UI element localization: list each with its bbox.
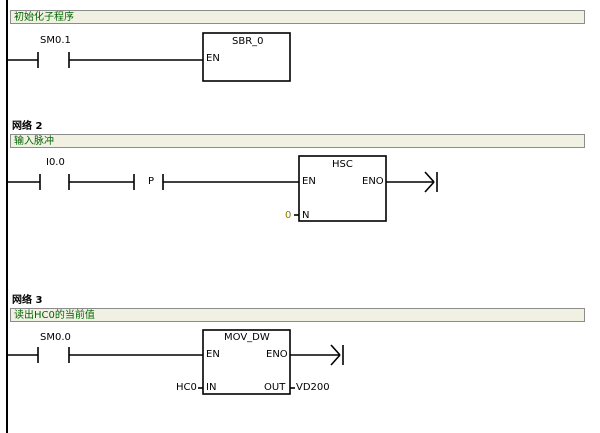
network-1-contact-label: SM0.1 bbox=[40, 35, 71, 46]
sbr0-en-pin: EN bbox=[206, 53, 220, 64]
sbr0-box-title: SBR_0 bbox=[232, 36, 264, 47]
network-3-contact-label: SM0.0 bbox=[40, 332, 71, 343]
mov-dw-out-pin: OUT bbox=[264, 382, 286, 393]
mov-dw-en-pin: EN bbox=[206, 349, 220, 360]
mov-dw-in-pin: IN bbox=[206, 382, 217, 393]
network-2-comment[interactable]: 输入脉冲 bbox=[10, 134, 585, 148]
contact-icon[interactable] bbox=[37, 347, 70, 363]
mov-dw-out-value[interactable]: VD200 bbox=[296, 382, 330, 393]
network-2-contact-label: I0.0 bbox=[46, 157, 65, 168]
hsc-box-title: HSC bbox=[332, 159, 353, 170]
positive-edge-icon[interactable] bbox=[133, 174, 164, 190]
network-2-title[interactable]: 网络 2 bbox=[12, 121, 43, 132]
network-3-comment[interactable]: 读出HC0的当前值 bbox=[10, 308, 585, 322]
mov-dw-eno-pin: ENO bbox=[266, 349, 288, 360]
coil-arrow-icon bbox=[424, 171, 438, 193]
hsc-n-value[interactable]: 0 bbox=[285, 210, 292, 221]
hsc-en-pin: EN bbox=[302, 176, 316, 187]
mov-dw-box[interactable] bbox=[202, 329, 291, 395]
edge-p-label: P bbox=[148, 176, 155, 187]
coil-arrow-icon bbox=[330, 344, 344, 366]
network-1-comment[interactable]: 初始化子程序 bbox=[10, 10, 585, 24]
hsc-eno-pin: ENO bbox=[362, 176, 384, 187]
contact-icon[interactable] bbox=[39, 174, 70, 190]
sbr0-box[interactable] bbox=[202, 32, 291, 82]
hsc-box[interactable] bbox=[298, 155, 387, 222]
mov-dw-box-title: MOV_DW bbox=[224, 332, 270, 343]
contact-icon[interactable] bbox=[37, 52, 70, 68]
network-3-title[interactable]: 网络 3 bbox=[12, 295, 43, 306]
left-power-rail bbox=[6, 0, 8, 433]
mov-dw-in-value[interactable]: HC0 bbox=[176, 382, 197, 393]
hsc-n-pin: N bbox=[302, 210, 310, 221]
